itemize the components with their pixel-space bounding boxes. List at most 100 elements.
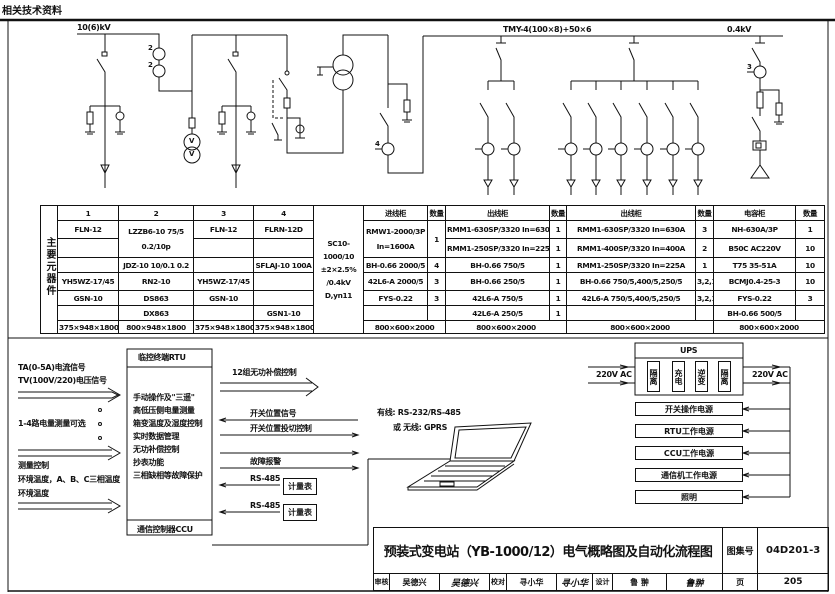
table-header-cell: 数量 [549,205,567,221]
table-cell: 4 [427,257,446,273]
input-ambient-temp: 环境温度 [18,489,49,498]
feeder-branch [475,81,493,195]
table-cell: 3 [427,290,446,306]
table-cell: BCMJ0.4-25-3 [713,272,796,291]
page-header-title: 相关技术资料 [2,6,62,17]
input-temperatures: 环境温度，A、B、C三相温度 [18,475,120,484]
comm-wireless-label: 或 无线: GPRS [393,423,448,432]
ct-label: 4 [375,140,380,148]
page-number: 205 [757,573,830,591]
rtu-function: 高低压侧电量测量 [133,406,195,415]
table-cell [695,305,714,321]
ups-stage-charging: 充电 [672,361,685,392]
input-current-signal: TA(0-5A)电流信号 [18,363,86,372]
reactive-comp-label: 12组无功补偿控制 [232,368,297,377]
table-cell: YH5WZ-17/45 [57,272,119,291]
meter-box: 计量表 [283,478,317,495]
ups-load-lighting: 照明 [635,490,743,504]
ups-load-ccu-power: CCU工作电源 [635,446,743,460]
rtu-function: 抄表功能 [133,458,164,467]
ups-stage-isolation: 隔离 [647,361,660,392]
ct-label: 2 [148,44,153,52]
current-transformer-icon [691,142,705,156]
table-cell [253,272,314,291]
transformer-spec-line: ±2×2.5% [320,265,357,274]
table-header-cell: 进线柜 [363,205,428,221]
rtu-function: 实时数据管理 [133,432,180,441]
current-transformer-icon [507,142,521,156]
table-header-cell: 数量 [695,205,714,221]
checker-signature: 寻小华 [556,573,593,591]
table-cell: 3,2,1 [695,290,714,306]
table-cell: RMW1-2000/3P In=1600A [363,220,428,258]
table-cell: 1 [695,257,714,273]
table-cell: NH-630A/3P [713,220,796,239]
table-header-cell: 出线柜 [566,205,696,221]
table-cell: BH-0.66 250/5 [445,272,550,291]
table-cell: 2 [695,238,714,258]
ups-stage-label: 隔离 [649,368,658,385]
ups-stage-isolation: 隔离 [718,361,731,392]
feeder-branch [634,81,652,195]
table-cell: FLN-12 [57,220,119,239]
lv-bus-label: TMY-4(100×8)+50×6 [503,25,592,34]
check-label: 校对 [489,573,507,591]
table-header-cell: 4 [253,205,314,221]
input-optional-note: 1-4路电量测量可选 [18,419,86,428]
table-cell: RMM1-250SP/3320 In=225A [566,257,696,273]
dimension-cell: 800×600×2000 [445,320,567,334]
table-cell: LZZB6-10 75/5 0.2/10p [118,220,194,258]
table-cell: BH-0.66 2000/5 [363,257,428,273]
ups-stage-label: 隔离 [720,368,729,385]
pt-label: V [189,137,195,145]
table-cell: FYS-0.22 [713,290,796,306]
feeder-branch [501,81,519,195]
ups-input-label: 220V AC [596,370,632,379]
hv-bus-label: 10(6)kV [77,23,111,32]
table-cell: BH-0.66 750/5 [445,257,550,273]
table-cell: 3 [695,220,714,239]
table-header-cell: 电容柜 [713,205,796,221]
table-cell: RMM1-400SP/3320 In=400A [566,238,696,258]
table-cell: 42L6-A 750/5,400/5,250/5 [566,290,696,306]
dimension-cell: 800×600×2000 [566,320,714,334]
atlas-number: 04D201-3 [757,527,830,574]
page-label: 页 [722,573,759,591]
designer-name: 鲁 翀 [612,573,667,591]
current-transformer-icon [589,142,603,156]
reviewer-signature: 吴德兴 [439,573,490,591]
table-cell [427,305,446,321]
table-cell: 42L6-A 750/5 [445,290,550,306]
table-cell: 42L6-A 250/5 [445,305,550,321]
table-cell: FYS-0.22 [363,290,428,306]
table-cell: GSN-10 [193,290,254,306]
table-cell: YH5WZ-17/45 [193,272,254,291]
transformer-spec-line: D,yn11 [324,291,353,300]
ups-load-switch-power: 开关操作电源 [635,402,743,416]
input-voltage-signal: TV(100V/220)电压信号 [18,376,107,385]
table-cell: 42L6-A 2000/5 [363,272,428,291]
rtu-function: 无功补偿控制 [133,445,180,454]
table-cell [193,238,254,258]
ups-stage-label: 逆变 [697,368,706,385]
rtu-function: 手动操作及"三遥" [133,393,195,402]
table-cell [57,305,119,321]
ups-load-comm-power: 通信机工作电源 [635,468,743,482]
checker-name: 寻小华 [506,573,557,591]
table-cell: JDZ-10 10/0.1 0.2 [118,257,194,273]
table-cell: T75 35-51A [713,257,796,273]
feeder-branch [608,81,626,195]
table-cell: GSN1-10 [253,305,314,321]
ups-title: UPS [680,346,698,355]
table-cell: DS863 [118,290,194,306]
table-header-cell: 1 [57,205,119,221]
table-cell: FLN-12 [193,220,254,239]
switch-signal-label: 开关位置信号 [250,409,297,418]
current-transformer-icon [564,142,578,156]
dimension-cell: 800×600×2000 [363,320,446,334]
dimension-cell: 800×600×2000 [713,320,825,334]
ups-stage-label: 充电 [674,368,683,385]
table-cell: 1 [549,305,567,321]
